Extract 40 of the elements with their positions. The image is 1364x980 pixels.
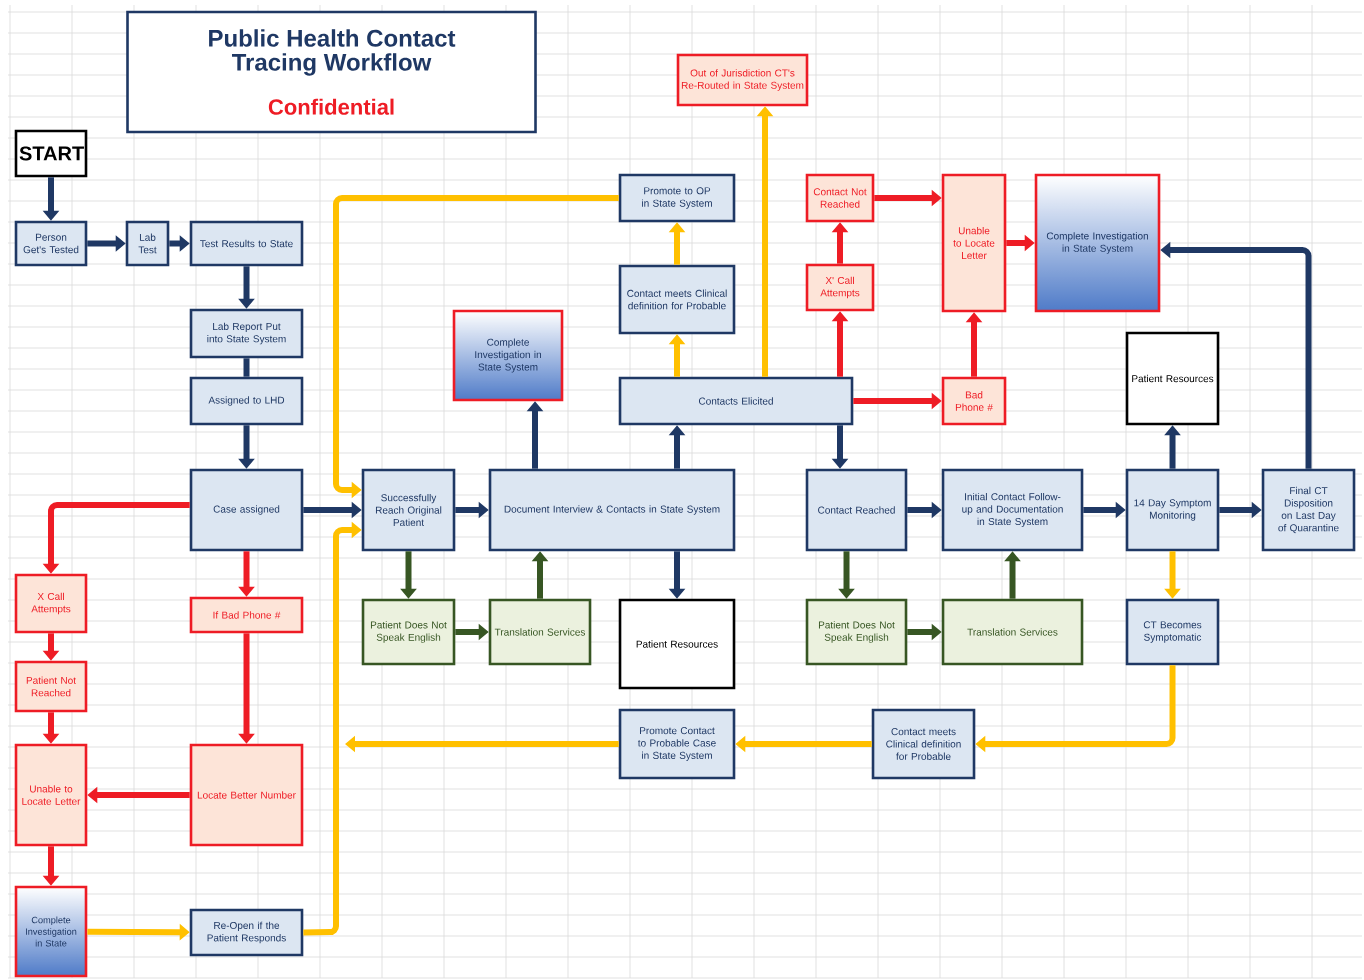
process-box: Translation Services xyxy=(488,598,592,666)
process-box: Patient Resources xyxy=(1125,331,1220,426)
process-box: Patient Does Not Speak English xyxy=(805,598,908,666)
process-box: Successfully Reach Original Patient xyxy=(361,468,456,552)
start-box: START xyxy=(14,129,88,178)
process-box: CT Becomes Symptomatic xyxy=(1125,598,1220,666)
process-box: Lab Report Put into State System xyxy=(189,308,304,359)
process-box: Contacts Elicited xyxy=(618,376,854,426)
process-box: Contact meets Clinical definition for Probable xyxy=(871,708,976,780)
process-box: Case assigned xyxy=(189,468,304,552)
process-box: Locate Better Number xyxy=(189,743,304,847)
process-box: Complete Investigation in State xyxy=(14,885,88,978)
process-box: Person Get's Tested xyxy=(14,220,88,267)
process-box: Unable to Locate Letter xyxy=(14,743,88,847)
process-box: Contact meets Clinical definition for Probable xyxy=(618,264,736,335)
process-box: Bad Phone # xyxy=(941,376,1007,426)
process-box: 14 Day Symptom Monitoring xyxy=(1125,468,1220,552)
process-box: Test Results to State xyxy=(189,220,304,267)
process-box: Promote to OP in State System xyxy=(618,173,736,223)
process-box: X' Call Attempts xyxy=(805,263,875,312)
process-box: Complete Investigation in State System xyxy=(1034,173,1161,313)
process-box: Document Interview & Contacts in State System xyxy=(488,468,736,552)
process-box: Contact Reached xyxy=(805,468,908,552)
process-box: Assigned to LHD xyxy=(189,376,304,426)
process-box: Initial Contact Follow-up and Documentation in State System xyxy=(941,468,1084,552)
process-box: Re-Open if the Patient Responds xyxy=(189,908,304,957)
process-box: X Call Attempts xyxy=(14,573,88,634)
process-box: Promote Contact to Probable Case in State System xyxy=(618,708,736,780)
process-box: Complete Investigation in State System xyxy=(452,309,564,402)
title-box: Public Health Contact Tracing Workflow Confidential xyxy=(126,10,537,134)
process-box: Unable to Locate Letter xyxy=(941,173,1007,313)
process-box: Contact Not Reached xyxy=(805,173,875,223)
process-box: If Bad Phone # xyxy=(189,596,304,634)
process-box: Out of Jurisdiction CT's Re-Routed in State System xyxy=(676,53,809,107)
process-box: Translation Services xyxy=(941,598,1084,666)
process-box: Final CT Disposition on Last Day of Quarantine xyxy=(1261,468,1356,552)
process-box: Patient Does Not Speak English xyxy=(361,598,456,666)
process-box: Patient Not Reached xyxy=(14,660,88,713)
process-box: Patient Resources xyxy=(618,598,736,690)
process-box: Lab Test xyxy=(125,220,170,267)
